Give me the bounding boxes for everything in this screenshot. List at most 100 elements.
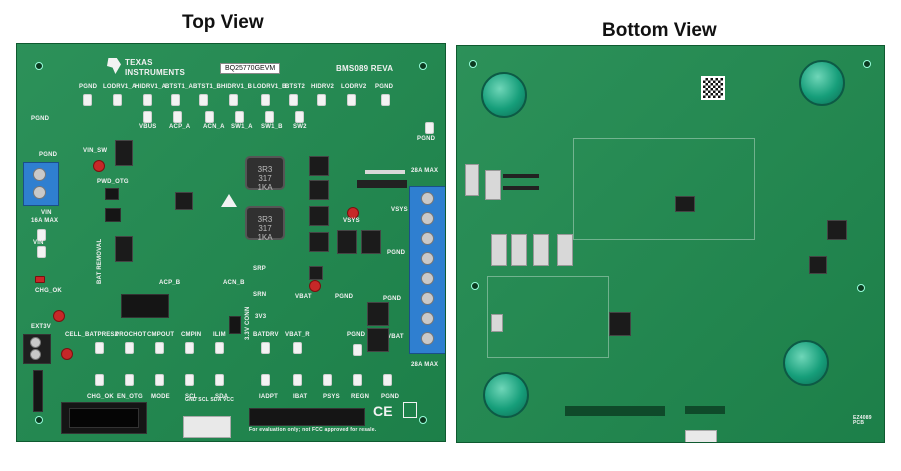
silkscreen-outline: [573, 138, 755, 240]
rubber-foot: [481, 72, 527, 118]
left-label: VIN: [33, 240, 44, 246]
via-grid: [685, 406, 725, 414]
bottom-view-caption: Bottom View: [602, 20, 717, 41]
logo-text-line1: TEXAS: [125, 58, 153, 67]
mid-label: SRN: [253, 292, 267, 298]
test-point: [185, 342, 194, 354]
sense-resistor: [367, 302, 389, 326]
mounting-hole: [35, 416, 43, 424]
logo-text-line2: INSTRUMENTS: [125, 68, 185, 77]
terminal-screw: [30, 349, 41, 360]
test-point: [215, 374, 224, 386]
tp-label: BTST2: [285, 84, 306, 90]
terminal-screw: [421, 192, 434, 205]
pin-header-vertical: [33, 370, 43, 412]
bottom-label-2: PGND: [381, 394, 400, 400]
test-point: [289, 94, 298, 106]
tp-label: BTST1_A: [165, 84, 194, 90]
right-label: VBAT: [387, 334, 404, 340]
left-label: PWD_OTG: [97, 179, 129, 185]
bottom-label-2: CHG_OK: [87, 394, 114, 400]
mounting-hole: [469, 60, 477, 68]
power-mosfet: [361, 230, 381, 254]
test-point: [37, 246, 46, 258]
test-point: [113, 94, 122, 106]
tp-label: LODRV1_A: [103, 84, 137, 90]
capacitor-array: [503, 186, 539, 190]
power-mosfet: [337, 230, 357, 254]
mid-label: ACN_B: [223, 280, 245, 286]
test-point: [425, 122, 434, 134]
red-led: [309, 280, 321, 292]
controller-ic: [827, 220, 847, 240]
tp-label: SW2: [293, 124, 307, 130]
mid-label: ACP_B: [159, 280, 181, 286]
test-point: [353, 344, 362, 356]
bottom-board: EZ4089 PCB: [456, 45, 885, 443]
test-point: [229, 94, 238, 106]
bottom-label-1: PROCHOT: [115, 332, 147, 338]
tp-label: HIDRV2: [311, 84, 335, 90]
bottom-label-1: VBAT_R: [285, 332, 310, 338]
bottom-label-1: CMPIN: [181, 332, 202, 338]
test-point: [95, 342, 104, 354]
bottom-label-2: SCL: [185, 394, 198, 400]
smd-pads: [491, 314, 503, 332]
capacitor-pad: [491, 234, 507, 266]
power-mosfet: [309, 232, 329, 252]
terminal-screw: [421, 232, 434, 245]
right-label: VSYS: [391, 207, 408, 213]
mid-label: PGND: [335, 294, 354, 300]
test-point: [347, 94, 356, 106]
test-point: [215, 342, 224, 354]
dual-row-header: [249, 408, 365, 426]
left-label: VIN_SW: [83, 148, 108, 154]
charger-ic: [175, 192, 193, 210]
left-label: EXT3V: [31, 324, 52, 330]
test-point: [143, 111, 152, 123]
mid-label: 3.3V CONN: [245, 306, 251, 340]
rubber-foot: [783, 340, 829, 386]
part-number-label: BQ25770GEVM: [220, 63, 281, 74]
mounting-hole: [35, 62, 43, 70]
test-point: [381, 94, 390, 106]
terminal-screw: [33, 186, 46, 199]
terminal-screw: [421, 332, 434, 345]
test-point: [143, 94, 152, 106]
bottom-label-1: CELL_BATPRESZ: [65, 332, 119, 338]
tp-label: LODRV1_B: [253, 84, 287, 90]
jumper-header: [105, 188, 119, 200]
ce-mark: CE: [373, 403, 393, 419]
test-point: [323, 374, 332, 386]
right-label: PGND: [383, 296, 402, 302]
left-label: BAT REMOVAL: [97, 238, 103, 284]
controller-ic: [809, 256, 827, 274]
smd-component: [675, 196, 695, 212]
bottom-connector: [685, 430, 717, 442]
test-point: [83, 94, 92, 106]
rubber-foot: [483, 372, 529, 418]
rubber-foot: [799, 60, 845, 106]
bottom-label-2: REGN: [351, 394, 370, 400]
test-point: [185, 374, 194, 386]
tp-label: PGND: [375, 84, 394, 90]
mosfet-package: [115, 236, 133, 262]
terminal-screw: [421, 312, 434, 325]
mounting-hole: [863, 60, 871, 68]
test-point: [261, 342, 270, 354]
mounting-hole: [419, 416, 427, 424]
power-inductor: 3R3 317 1KA: [245, 156, 285, 192]
red-led: [93, 160, 105, 172]
i2c-connector: [183, 416, 231, 438]
test-point: [235, 111, 244, 123]
corner-marking: EZ4089 PCB: [853, 415, 872, 426]
test-point: [171, 94, 180, 106]
power-inductor: 3R3 317 1KA: [245, 206, 285, 242]
terminal-screw: [30, 337, 41, 348]
capacitor-pad: [511, 234, 527, 266]
sense-resistor: [367, 328, 389, 352]
capacitor-bank: [357, 180, 407, 188]
recycle-bin-icon: [403, 402, 417, 418]
red-led: [35, 276, 45, 283]
tp-label: SW1_B: [261, 124, 283, 130]
